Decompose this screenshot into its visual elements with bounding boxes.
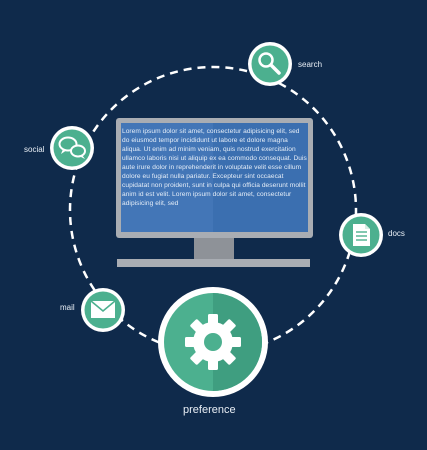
monitor-base: [117, 259, 310, 267]
preference-node[interactable]: [158, 287, 268, 397]
gear-icon: [185, 314, 241, 370]
mail-node[interactable]: [81, 288, 125, 332]
document-icon: [353, 224, 370, 246]
social-node[interactable]: [50, 126, 94, 170]
docs-node[interactable]: [339, 213, 383, 257]
monitor: [116, 118, 313, 267]
screen-paragraph: Lorem ipsum dolor sit amet, consectetur …: [122, 128, 307, 207]
docs-label: docs: [388, 229, 405, 238]
monitor-screen-shade: [121, 123, 213, 232]
magnifier-icon: [258, 52, 281, 75]
search-label: search: [298, 60, 323, 69]
monitor-neck: [194, 238, 234, 260]
chat-bubbles-icon: [58, 136, 86, 159]
preference-label: preference: [183, 404, 236, 416]
mail-label: mail: [60, 303, 75, 312]
social-label: social: [24, 145, 45, 154]
search-node[interactable]: [248, 42, 292, 86]
envelope-icon: [90, 300, 116, 318]
